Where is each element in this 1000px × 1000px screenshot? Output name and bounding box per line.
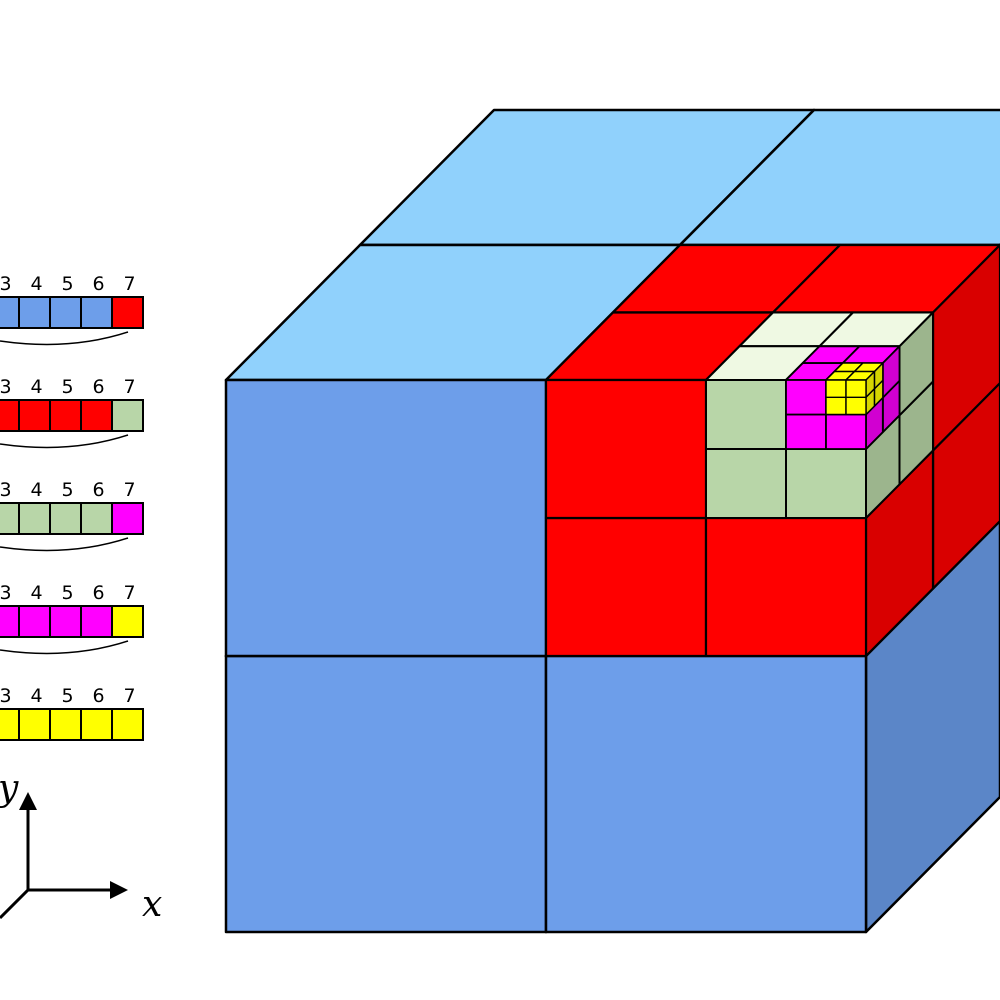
legend-index-label: 5: [61, 479, 73, 501]
legend-index-label: 7: [123, 582, 135, 604]
legend-cell: [80, 708, 113, 741]
legend-link-arc: [0, 640, 129, 655]
level4-cell-front: [845, 396, 867, 416]
octree-cube: [224, 108, 1000, 934]
legend-cell: [0, 605, 20, 638]
legend-cell: [49, 296, 82, 329]
legend-index-label: 3: [0, 376, 12, 398]
level2-cell-front: [705, 448, 787, 519]
legend-cell: [111, 605, 144, 638]
legend-cell: [111, 502, 144, 535]
level1-cell-front: [704, 516, 868, 658]
legend-cell: [80, 605, 113, 638]
legend-index-label: 6: [92, 582, 104, 604]
z-axis-line: [0, 888, 30, 920]
level0-cell-front: [224, 654, 548, 934]
legend-index-label: 3: [0, 273, 12, 295]
legend-cell: [49, 502, 82, 535]
legend-link-arc: [0, 331, 129, 346]
legend-index-label: 5: [61, 685, 73, 707]
legend-index-label: 4: [30, 685, 42, 707]
legend-cell: [111, 399, 144, 432]
legend-index-label: 3: [0, 582, 12, 604]
legend-cell: [0, 502, 20, 535]
legend-cell: [18, 502, 51, 535]
legend-cell: [18, 296, 51, 329]
y-axis-arrowhead: [19, 792, 37, 810]
level4-cell-front: [825, 396, 847, 416]
legend-index-label: 4: [30, 376, 42, 398]
legend-link-arc: [0, 434, 129, 449]
legend-cell: [49, 605, 82, 638]
legend-index-label: 6: [92, 479, 104, 501]
legend-cell: [18, 399, 51, 432]
x-axis-arrowhead: [110, 881, 128, 899]
legend-link-arc: [0, 537, 129, 552]
level3-cell-front: [785, 413, 827, 450]
coordinate-axes: x y: [0, 768, 162, 925]
legend-cell: [18, 708, 51, 741]
legend-cell: [111, 708, 144, 741]
level1-cell-front: [544, 516, 708, 658]
legend-index-label: 6: [92, 273, 104, 295]
legend-cell: [80, 296, 113, 329]
level2-cell-front: [705, 379, 787, 450]
legend-index-label: 4: [30, 273, 42, 295]
level3-cell-front: [785, 379, 827, 416]
level1-cell-front: [544, 378, 708, 520]
legend-cell: [0, 296, 20, 329]
legend-index-label: 6: [92, 685, 104, 707]
level4-cell-front: [845, 379, 867, 398]
legend-index-label: 5: [61, 376, 73, 398]
legend-index-label: 3: [0, 479, 12, 501]
legend-cell: [111, 296, 144, 329]
legend-cell: [18, 605, 51, 638]
legend-index-label: 4: [30, 479, 42, 501]
legend-index-label: 7: [123, 685, 135, 707]
level0-cell-front: [224, 378, 548, 658]
legend-cell: [0, 399, 20, 432]
legend-cell: [49, 708, 82, 741]
x-axis-label: x: [142, 884, 162, 925]
level3-cell-front: [825, 413, 867, 450]
legend-index-label: 7: [123, 376, 135, 398]
y-axis-label: y: [0, 768, 19, 809]
legend-index-label: 6: [92, 376, 104, 398]
legend-index-label: 7: [123, 273, 135, 295]
legend-index-label: 5: [61, 582, 73, 604]
level0-cell-front: [544, 654, 868, 934]
legend-cell: [80, 502, 113, 535]
legend-index-label: 7: [123, 479, 135, 501]
level2-cell-front: [785, 448, 867, 519]
legend-index-label: 5: [61, 273, 73, 295]
level4-cell-front: [825, 379, 847, 398]
legend-cell: [49, 399, 82, 432]
legend-cell: [80, 399, 113, 432]
legend-cell: [0, 708, 20, 741]
legend-index-label: 3: [0, 685, 12, 707]
legend-index-label: 4: [30, 582, 42, 604]
